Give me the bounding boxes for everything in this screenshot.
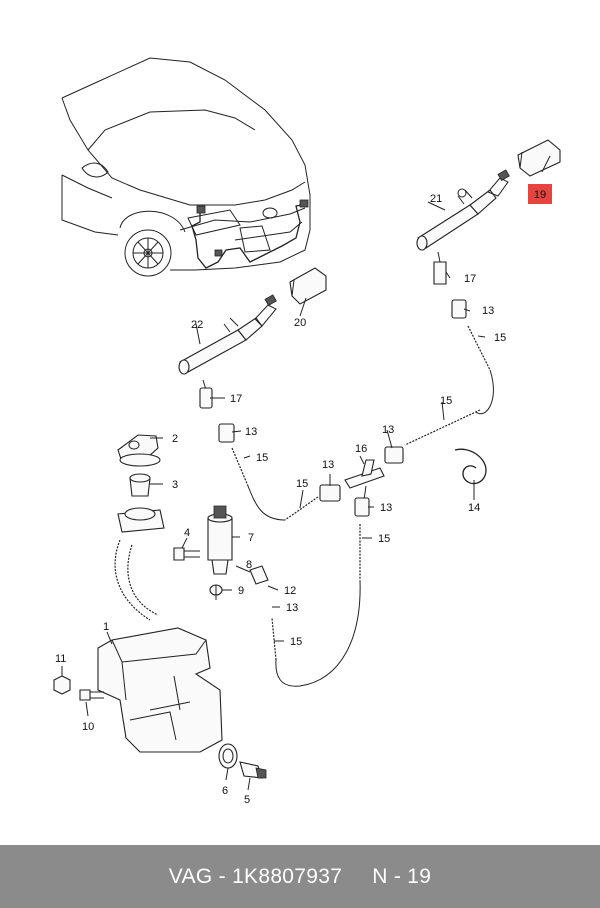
reservoir-assembly — [53, 434, 269, 779]
callout-3[interactable]: 3 — [172, 479, 178, 491]
callout-9[interactable]: 9 — [238, 585, 244, 597]
brand-dash: - — [218, 864, 226, 888]
callout-8[interactable]: 8 — [246, 559, 252, 571]
position-number: 19 — [407, 864, 432, 888]
callout-15-lower[interactable]: 15 — [290, 636, 302, 648]
callout-13-middle[interactable]: 13 — [322, 459, 334, 471]
callout-2[interactable]: 2 — [172, 433, 178, 445]
parts-diagram: 19 21 17 13 15 15 20 22 17 13 15 15 13 1… — [53, 57, 561, 806]
position-dash: - — [393, 864, 402, 888]
callout-13-right-b[interactable]: 13 — [382, 424, 394, 436]
car-outline — [61, 57, 311, 277]
callout-4[interactable]: 4 — [184, 527, 190, 539]
callout-labels: 19 21 17 13 15 15 20 22 17 13 15 15 13 1… — [55, 189, 546, 806]
leader-lines — [61, 155, 551, 791]
callout-15-middle[interactable]: 15 — [296, 478, 308, 490]
callout-15-right-b[interactable]: 15 — [440, 395, 452, 407]
position-label: N — [372, 864, 388, 888]
callout-20[interactable]: 20 — [294, 317, 306, 329]
callout-10[interactable]: 10 — [82, 721, 94, 733]
callout-1[interactable]: 1 — [103, 621, 109, 633]
callout-13-lower[interactable]: 13 — [286, 602, 298, 614]
callout-17-right[interactable]: 17 — [464, 273, 476, 285]
callout-15-right-a[interactable]: 15 — [494, 332, 506, 344]
callout-22[interactable]: 22 — [191, 319, 203, 331]
callout-15-right-c[interactable]: 15 — [378, 533, 390, 545]
callout-6[interactable]: 6 — [222, 785, 228, 797]
callout-11[interactable]: 11 — [55, 653, 66, 665]
callout-13-right-c[interactable]: 13 — [380, 502, 392, 514]
callout-14[interactable]: 14 — [468, 502, 480, 514]
callout-15-left-a[interactable]: 15 — [256, 452, 268, 464]
part-number: 1K8807937 — [232, 864, 343, 888]
callout-13-right-a[interactable]: 13 — [482, 305, 494, 317]
callout-5[interactable]: 5 — [244, 794, 250, 806]
callout-21[interactable]: 21 — [430, 193, 442, 205]
callout-12[interactable]: 12 — [284, 585, 296, 597]
washer-cap-19 — [517, 139, 561, 204]
callout-13-left-a[interactable]: 13 — [245, 426, 257, 438]
callout-19[interactable]: 19 — [534, 189, 546, 201]
part-number-footer: VAG - 1K8807937 N - 19 — [0, 845, 600, 908]
washer-cap-20 — [289, 267, 327, 305]
callout-19-highlight — [528, 184, 552, 204]
right-washer-nozzle — [416, 169, 510, 251]
hose-system — [199, 251, 494, 687]
brand-label: VAG — [168, 864, 213, 888]
callout-7[interactable]: 7 — [248, 532, 254, 544]
callout-17-left[interactable]: 17 — [230, 393, 242, 405]
left-washer-nozzle — [178, 294, 277, 375]
callout-16[interactable]: 16 — [355, 443, 367, 455]
